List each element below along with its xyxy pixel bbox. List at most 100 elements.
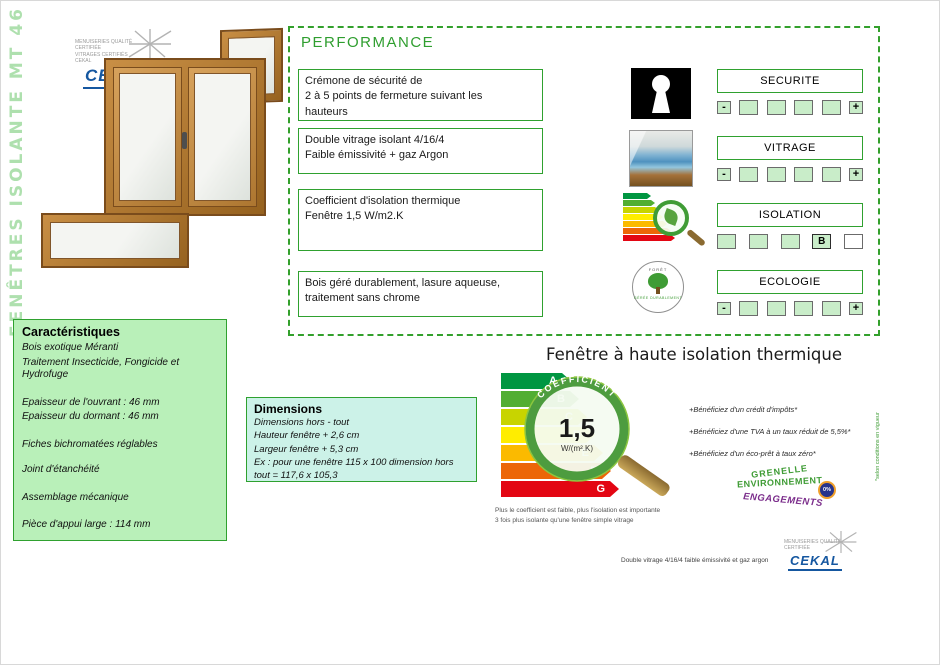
- dimensions-title: Dimensions: [254, 402, 323, 416]
- magnifier-handle: [686, 228, 707, 247]
- benefit-tax-credit: +Bénéficiez d'un crédit d'impôts*: [689, 405, 798, 414]
- rating-cell: [794, 100, 814, 115]
- energy-bar-g: G: [501, 481, 619, 497]
- characteristic-item: Assemblage mécanique: [22, 491, 129, 503]
- characteristic-item: Fiches bichromatées réglables: [22, 438, 158, 450]
- double-glazing-photo: [629, 130, 693, 187]
- mini-energy-bar: [623, 193, 651, 199]
- dimension-line: Dimensions hors - tout: [254, 417, 350, 428]
- magnifier-outer-ring: [524, 376, 630, 482]
- dimension-line: Largeur fenêtre + 5,3 cm: [254, 443, 359, 455]
- security-keyhole-icon: [631, 68, 691, 119]
- rating-label-isolation: ISOLATION: [717, 203, 863, 227]
- cekal-starburst-icon: [128, 29, 172, 59]
- cekal-tagline: MENUISERIES QUALITÉ CERTIFIÉE: [784, 539, 846, 552]
- rating-cell: [739, 167, 759, 182]
- mini-energy-bar: [623, 228, 671, 234]
- minus-box: -: [717, 168, 731, 181]
- eco-stamp-top-text: FORÊT: [648, 267, 668, 272]
- dimensions-panel: Dimensions Dimensions hors - tout Hauteu…: [246, 397, 477, 482]
- rating-label-ecologie: ECOLOGIE: [717, 270, 863, 294]
- rating-scale-vitrage: - +: [717, 167, 863, 182]
- rating-cell: [717, 234, 736, 249]
- mini-energy-bar: [623, 221, 667, 227]
- rating-cell: [739, 100, 759, 115]
- mini-energy-bar: [623, 235, 675, 241]
- window-pane: [50, 222, 180, 259]
- rating-cell: [821, 100, 841, 115]
- benefit-eco-loan: +Bénéficiez d'un éco-prêt à taux zéro*: [689, 449, 816, 458]
- benefit-reduced-vat: +Bénéficiez d'une TVA à un taux réduit d…: [689, 427, 851, 436]
- rating-label-vitrage: VITRAGE: [717, 136, 863, 160]
- rating-scale-securite: - +: [717, 100, 863, 115]
- energy-letter: A: [549, 375, 557, 387]
- double-casement-window-photo: [104, 58, 266, 216]
- grenelle-environnement-logo: GRENELLE ENVIRONNEMENT 0% ENGAGEMENTS: [737, 463, 836, 535]
- rating-scale-ecologie: - +: [717, 301, 863, 316]
- feature-ecology-text: Bois géré durablement, lasure aqueuse, t…: [298, 271, 543, 317]
- magnifier-leaf-icon: [653, 200, 689, 236]
- tree-icon: [648, 273, 668, 289]
- eco-certification-stamp: FORÊT GÉRÉE DURABLEMENT: [632, 261, 684, 313]
- window-leaf-left: [113, 67, 182, 207]
- plus-box: +: [848, 302, 863, 315]
- tree-trunk: [656, 287, 660, 294]
- characteristic-item: Bois exotique Méranti: [22, 342, 119, 353]
- magnifier-lens: [525, 377, 629, 481]
- characteristic-item: Pièce d'appui large : 114 mm: [22, 519, 151, 530]
- grenelle-badge: 0%: [818, 481, 836, 499]
- transom-window-photo: [41, 213, 189, 268]
- dimension-line: Ex : pour une fenêtre 115 x 100 dimensio…: [254, 456, 454, 482]
- mini-energy-bar: [623, 214, 663, 220]
- mini-energy-bar: [623, 200, 655, 206]
- rating-label-securite: SECURITE: [717, 69, 863, 93]
- characteristic-item: Epaisseur de l'ouvrant : 46 mm: [22, 396, 160, 408]
- rating-scale-isolation: B: [717, 234, 863, 249]
- plus-box: +: [848, 168, 863, 181]
- rating-cell: [766, 167, 786, 182]
- thermal-heading: Fenêtre à haute isolation thermique: [545, 345, 843, 364]
- cekal-logo-bottom: MENUISERIES QUALITÉ CERTIFIÉE CEKAL: [784, 531, 857, 571]
- energy-label-mini-icon: [623, 193, 707, 255]
- energy-letter: G: [596, 483, 605, 495]
- feature-security-text: Crémone de sécurité de 2 à 5 points de f…: [298, 69, 543, 121]
- glazing-note: Double vitrage 4/16/4 faible émissivité …: [621, 557, 769, 564]
- characteristics-title: Caractéristiques: [22, 325, 120, 339]
- plus-box: +: [848, 101, 863, 114]
- rating-cell: [821, 167, 841, 182]
- legal-footnote: *selon conditions en vigueur: [875, 412, 881, 481]
- coefficient-value: 1,5: [559, 413, 595, 443]
- mini-energy-bar: [623, 207, 659, 213]
- rating-cell: [766, 100, 786, 115]
- rating-cell-selected: B: [812, 234, 832, 249]
- cekal-tagline-line1: MENUISERIES QUALITÉ CERTIFIÉE: [75, 39, 133, 52]
- rating-cell: [794, 167, 814, 182]
- rating-cell: [821, 301, 841, 316]
- rating-cell: [748, 234, 768, 249]
- performance-title: PERFORMANCE: [301, 34, 435, 51]
- cekal-starburst-icon: [825, 531, 857, 553]
- rating-cell: [739, 301, 759, 316]
- keyhole-body: [652, 87, 670, 113]
- coefficient-unit: W/(m².K): [561, 444, 593, 453]
- characteristic-item: Epaisseur du dormant : 46 mm: [22, 411, 159, 422]
- product-vertical-title: FENÊTRES ISOLANTE MT 46 MM: [7, 0, 27, 337]
- coefficient-note: Plus le coefficient est faible, plus l'i…: [495, 507, 661, 524]
- dimension-line: Hauteur fenêtre + 2,6 cm: [254, 430, 360, 442]
- rating-cell: [794, 301, 814, 316]
- window-leaf-right: [188, 67, 257, 207]
- rating-cell: [844, 234, 863, 249]
- characteristics-panel: Caractéristiques Bois exotique Méranti T…: [13, 319, 227, 541]
- cekal-wordmark: CEKAL: [788, 553, 842, 571]
- characteristic-item: Traitement Insecticide, Fongicide et Hyd…: [22, 356, 180, 381]
- keyhole-circle: [652, 75, 670, 93]
- cekal-tagline: MENUISERIES QUALITÉ CERTIFIÉE VITRAGES C…: [75, 39, 137, 64]
- window-pane: [119, 73, 176, 201]
- magnifier-coefficient: COEFFICIENT 1,5 W/(m².K): [524, 374, 630, 482]
- feature-glazing-text: Double vitrage isolant 4/16/4 Faible émi…: [298, 128, 543, 174]
- feature-insulation-text: Coefficient d'isolation thermique Fenêtr…: [298, 189, 543, 251]
- minus-box: -: [717, 302, 731, 315]
- cekal-tagline-line1: MENUISERIES QUALITÉ CERTIFIÉE: [784, 539, 842, 552]
- leaf-icon: [662, 208, 680, 226]
